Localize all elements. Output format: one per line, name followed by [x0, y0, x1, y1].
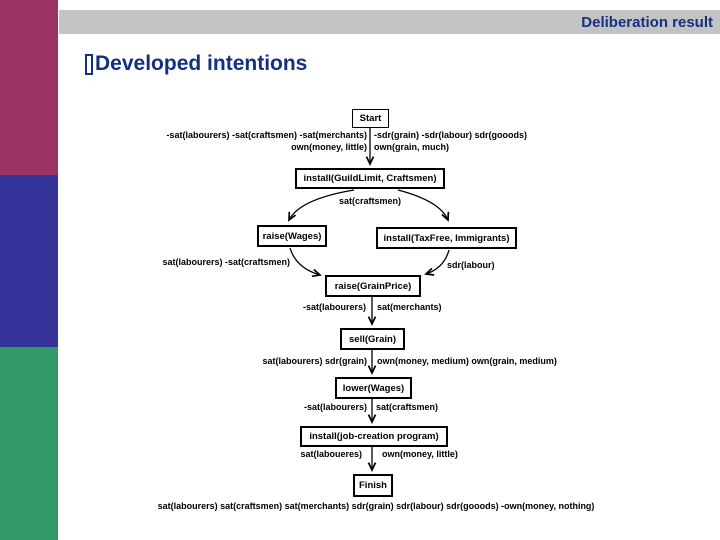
- edge-label-lower-right: sat(craftsmen): [376, 402, 439, 412]
- edge-label-job-left: sat(laboueres): [300, 449, 362, 459]
- bullet-glyph-icon: [85, 53, 93, 75]
- edge-label-start-line1-right: -sdr(grain) -sdr(labour) sdr(gooods): [374, 130, 527, 140]
- arc-guild-to-taxfree: [397, 189, 450, 222]
- edge-label-grainprice-right: sat(merchants): [377, 302, 442, 312]
- edge-label-start-line1-left: -sat(labourers) -sat(craftsmen) -sat(mer…: [166, 130, 367, 140]
- node-finish: Finish: [353, 474, 393, 497]
- node-install-taxfree: install(TaxFree, Immigrants): [376, 227, 517, 249]
- heading-text: Developed intentions: [95, 52, 308, 75]
- header-title: Deliberation result: [581, 13, 713, 31]
- node-install-guildlimit: install(GuildLimit, Craftsmen): [295, 168, 445, 189]
- edge-label-sell-right: own(money, medium) own(grain, medium): [377, 356, 557, 366]
- header-bar: Deliberation result: [59, 10, 720, 34]
- sidebar-green-block: [0, 347, 58, 540]
- edge-label-merge-left: sat(labourers) -sat(craftsmen): [162, 257, 290, 267]
- edge-label-start-line2-left: own(money, little): [291, 142, 367, 152]
- edge-label-sat-craftsmen-branch: sat(craftsmen): [338, 196, 402, 206]
- node-start: Start: [352, 109, 389, 128]
- edge-label-merge-right: sdr(labour): [447, 260, 495, 270]
- node-install-job-creation: install(job-creation program): [300, 426, 448, 447]
- node-raise-wages: raise(Wages): [257, 225, 327, 247]
- edge-label-job-right: own(money, little): [382, 449, 458, 459]
- slide-heading: Developed intentions: [85, 52, 307, 76]
- edge-label-lower-left: -sat(labourers): [303, 402, 367, 412]
- edge-label-grainprice-left: -sat(labourers): [302, 302, 366, 312]
- arc-raisewages-to-grainprice: [289, 247, 322, 278]
- arc-taxfree-to-grainprice: [424, 249, 450, 276]
- node-raise-grainprice: raise(GrainPrice): [325, 275, 421, 297]
- edge-label-start-line2-right: own(grain, much): [374, 142, 449, 152]
- node-lower-wages: lower(Wages): [335, 377, 412, 399]
- arc-guild-to-raisewages: [288, 189, 355, 222]
- sidebar-blue-block: [0, 175, 58, 347]
- sidebar-maroon-block: [0, 0, 58, 175]
- node-sell-grain: sell(Grain): [340, 328, 405, 350]
- final-state-label: sat(labourers) sat(craftsmen) sat(mercha…: [157, 501, 595, 511]
- edge-label-sell-left: sat(labourers) sdr(grain): [262, 356, 367, 366]
